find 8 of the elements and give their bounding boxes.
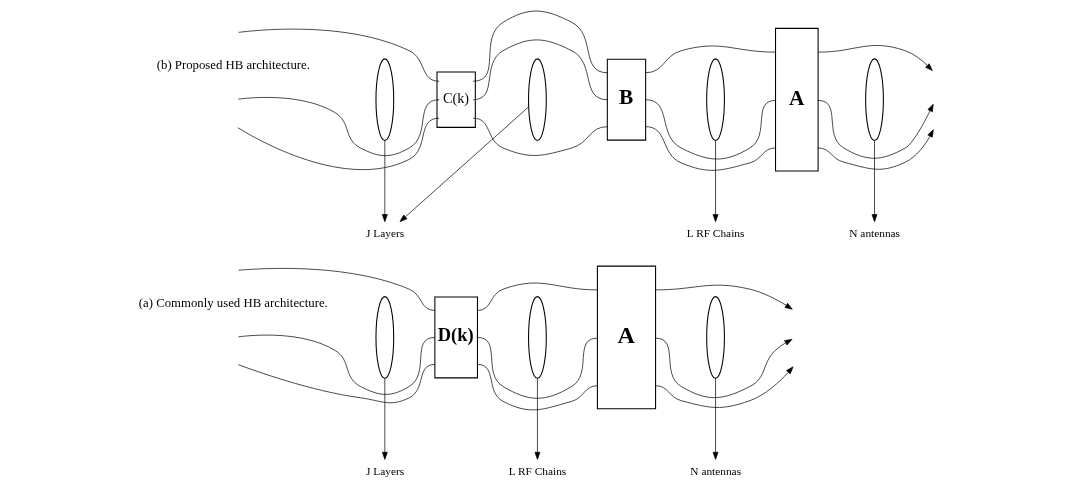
label: (a) Commonly used HB architecture. [138,296,328,311]
node-text: L RF Chains [508,464,566,477]
label: (b) Proposed HB architecture. [156,58,310,73]
node-text: J Layers [365,464,404,477]
node-text: N antennas [689,464,741,477]
node-text: J Layers [365,227,404,240]
node-text: N antennas [848,227,900,240]
node-text: L RF Chains [686,227,744,240]
